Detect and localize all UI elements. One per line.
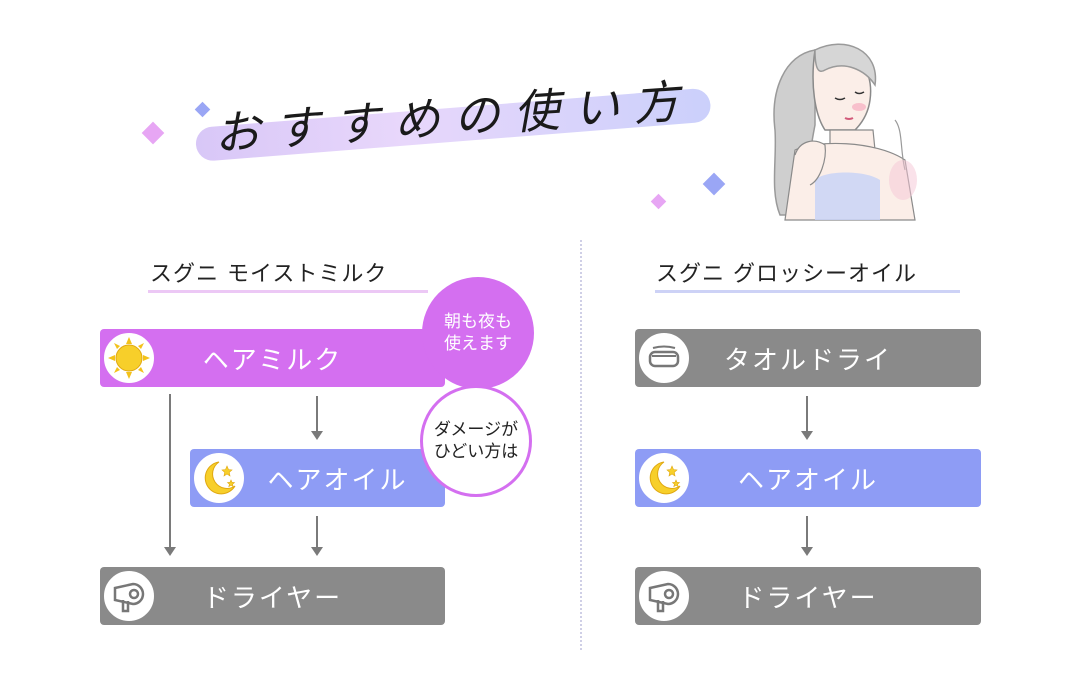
towel-icon bbox=[635, 329, 693, 387]
step-towel-dry: タオルドライ bbox=[635, 329, 981, 387]
left-column-heading: スグニ モイストミルク bbox=[150, 262, 388, 287]
sparkle-icon bbox=[194, 101, 211, 118]
step-label: ドライヤー bbox=[738, 583, 878, 614]
arrow-head bbox=[801, 431, 813, 440]
step-label: ドライヤー bbox=[202, 583, 343, 614]
column-divider bbox=[580, 240, 582, 650]
bubble-text-line1: ダメージが bbox=[433, 420, 519, 440]
hair-dryer-icon bbox=[635, 567, 693, 625]
bubble-text-line2: ひどい方は bbox=[433, 442, 519, 462]
sun-icon bbox=[100, 329, 158, 387]
left-heading-underline bbox=[148, 290, 428, 293]
moon-stars-icon bbox=[190, 449, 248, 507]
bubble-damaged-hair: ダメージが ひどい方は bbox=[420, 385, 532, 497]
step-label: ヘアオイル bbox=[267, 465, 408, 496]
sparkle-icon bbox=[650, 193, 667, 210]
bubble-text-line1: 朝も夜も bbox=[444, 312, 512, 332]
arrow-head bbox=[164, 547, 176, 556]
hair-dryer-icon bbox=[100, 567, 158, 625]
right-column-heading: スグニ グロッシーオイル bbox=[656, 262, 917, 287]
moon-stars-icon bbox=[635, 449, 693, 507]
arrow-milk-to-oil bbox=[316, 396, 318, 432]
arrow-towel-to-oil bbox=[806, 396, 808, 432]
bubble-morning-night: 朝も夜も 使えます bbox=[422, 277, 534, 389]
arrow-oil-to-dryer-right bbox=[806, 516, 808, 548]
arrow-head bbox=[801, 547, 813, 556]
arrow-head bbox=[311, 547, 323, 556]
sparkle-icon bbox=[702, 172, 726, 196]
right-heading-underline bbox=[655, 290, 960, 293]
arrow-oil-to-dryer bbox=[316, 516, 318, 548]
bubble-text-line2: 使えます bbox=[444, 334, 512, 354]
step-label: ヘアオイル bbox=[737, 465, 878, 496]
step-label: ヘアミルク bbox=[202, 345, 343, 376]
arrow-milk-to-dryer bbox=[169, 394, 171, 548]
woman-hair-illustration bbox=[773, 43, 917, 221]
step-label: タオルドライ bbox=[723, 345, 892, 376]
arrow-head bbox=[311, 431, 323, 440]
sparkle-icon bbox=[141, 121, 165, 145]
headline: おすすめの使い方 bbox=[212, 73, 695, 161]
